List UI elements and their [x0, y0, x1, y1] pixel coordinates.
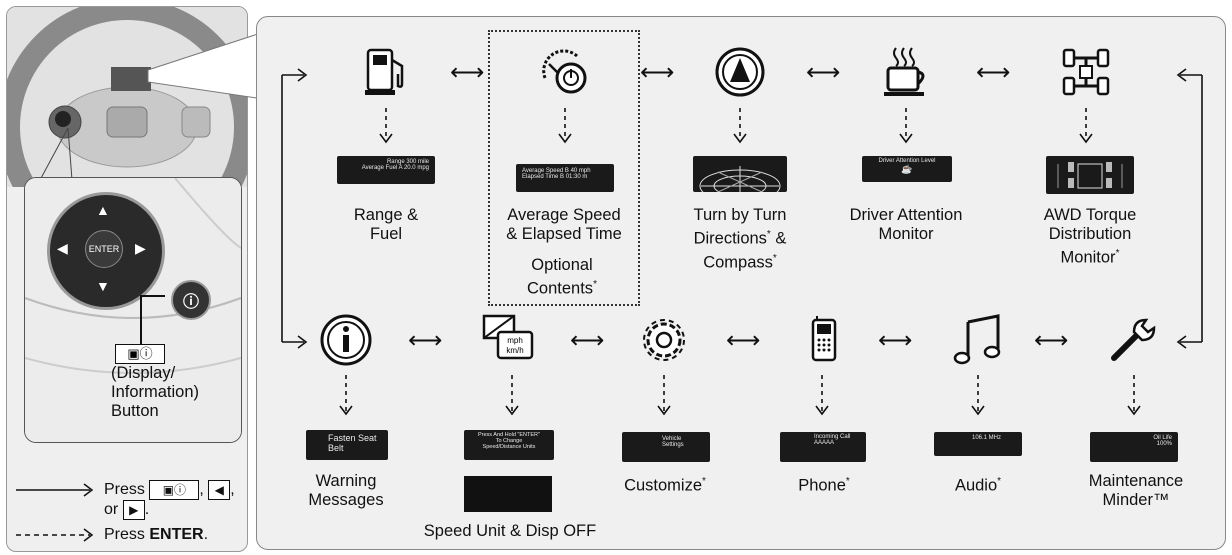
gear-icon	[643, 319, 685, 361]
range-fuel-label: Range & Fuel	[353, 206, 419, 243]
phone-label: Phone*	[798, 476, 850, 495]
swap-arrow-icon: ⟷	[878, 327, 913, 354]
music-note-icon	[953, 314, 1001, 365]
svg-text:mph: mph	[507, 336, 523, 345]
display-button-label: (Display/ Information) Button	[111, 364, 200, 420]
turn-compass-screen	[693, 156, 787, 192]
left-arrow-icon: ◀	[208, 480, 231, 500]
swap-arrow-icon: ⟷	[1034, 327, 1069, 354]
display-info-button[interactable]: ⓘ	[171, 280, 211, 320]
down-arrow-icon[interactable]: ▼	[96, 278, 110, 294]
swap-arrow-icon: ⟷	[976, 59, 1011, 86]
phone-icon	[811, 316, 837, 362]
speed-unit-label: Speed Unit & Disp OFF	[423, 522, 597, 540]
swap-arrow-icon: ⟷	[726, 327, 761, 354]
coffee-cup-icon	[884, 47, 925, 96]
display-info-icon: ▣ⓘ	[149, 480, 200, 500]
optional-contents-box	[488, 30, 640, 306]
warning-label: Warning Messages	[308, 472, 384, 509]
display-button-badge: ▣ⓘ	[115, 344, 165, 364]
turn-compass-label: Turn by Turn Directions* & Compass*	[693, 206, 787, 271]
dpad[interactable]	[47, 192, 165, 310]
awd-torque-label: AWD Torque Distribution Monitor*	[1043, 206, 1137, 267]
driver-attention-label: Driver Attention Monitor	[849, 206, 963, 243]
svg-text:km/h: km/h	[506, 346, 523, 355]
swap-arrow-icon: ⟷	[806, 59, 841, 86]
audio-screen: 106.1 MHz	[934, 432, 1022, 456]
left-arrow-icon[interactable]: ◀	[57, 240, 68, 256]
speed-unit-icon: mph km/h	[482, 314, 534, 360]
enter-label: ENTER	[88, 244, 120, 254]
swap-arrow-icon: ⟷	[570, 327, 605, 354]
legend-press: Press ▣ⓘ, ◀,	[104, 480, 235, 500]
right-arrow-icon: ▶	[122, 500, 145, 520]
wrench-icon	[1111, 318, 1156, 361]
driver-attention-screen: Driver Attention Level ☕	[862, 156, 952, 182]
information-icon	[320, 314, 372, 366]
up-arrow-icon[interactable]: ▲	[96, 202, 110, 218]
right-arrow-icon[interactable]: ▶	[135, 240, 146, 256]
legend-or: or ▶.	[104, 500, 150, 520]
customize-label: Customize*	[624, 476, 706, 495]
display-off-screen	[464, 476, 552, 512]
swap-arrow-icon: ⟷	[408, 327, 443, 354]
awd-chassis-icon	[1062, 48, 1110, 96]
control-inset: ENTER ▲ ▼ ◀ ▶ ⓘ ▣ⓘ (Display/ Information…	[24, 177, 242, 443]
legend-enter: Press ENTER.	[104, 526, 209, 543]
optional-contents-label: Optional Contents*	[527, 256, 597, 298]
audio-label: Audio*	[954, 476, 1002, 495]
swap-arrow-icon: ⟷	[450, 59, 485, 86]
awd-torque-screen	[1046, 156, 1134, 194]
speedometer-icon	[542, 49, 587, 94]
enter-button[interactable]: ENTER	[85, 230, 123, 268]
swap-arrow-icon: ⟷	[640, 59, 675, 86]
fuel-pump-icon	[365, 48, 404, 95]
avg-speed-label: Average Speed & Elapsed Time	[506, 206, 622, 243]
legend-arrows	[16, 483, 94, 542]
maintenance-label: Maintenance Minder™	[1088, 472, 1184, 509]
navigation-compass-icon	[715, 47, 765, 97]
display-cycle-panel	[256, 16, 1226, 550]
